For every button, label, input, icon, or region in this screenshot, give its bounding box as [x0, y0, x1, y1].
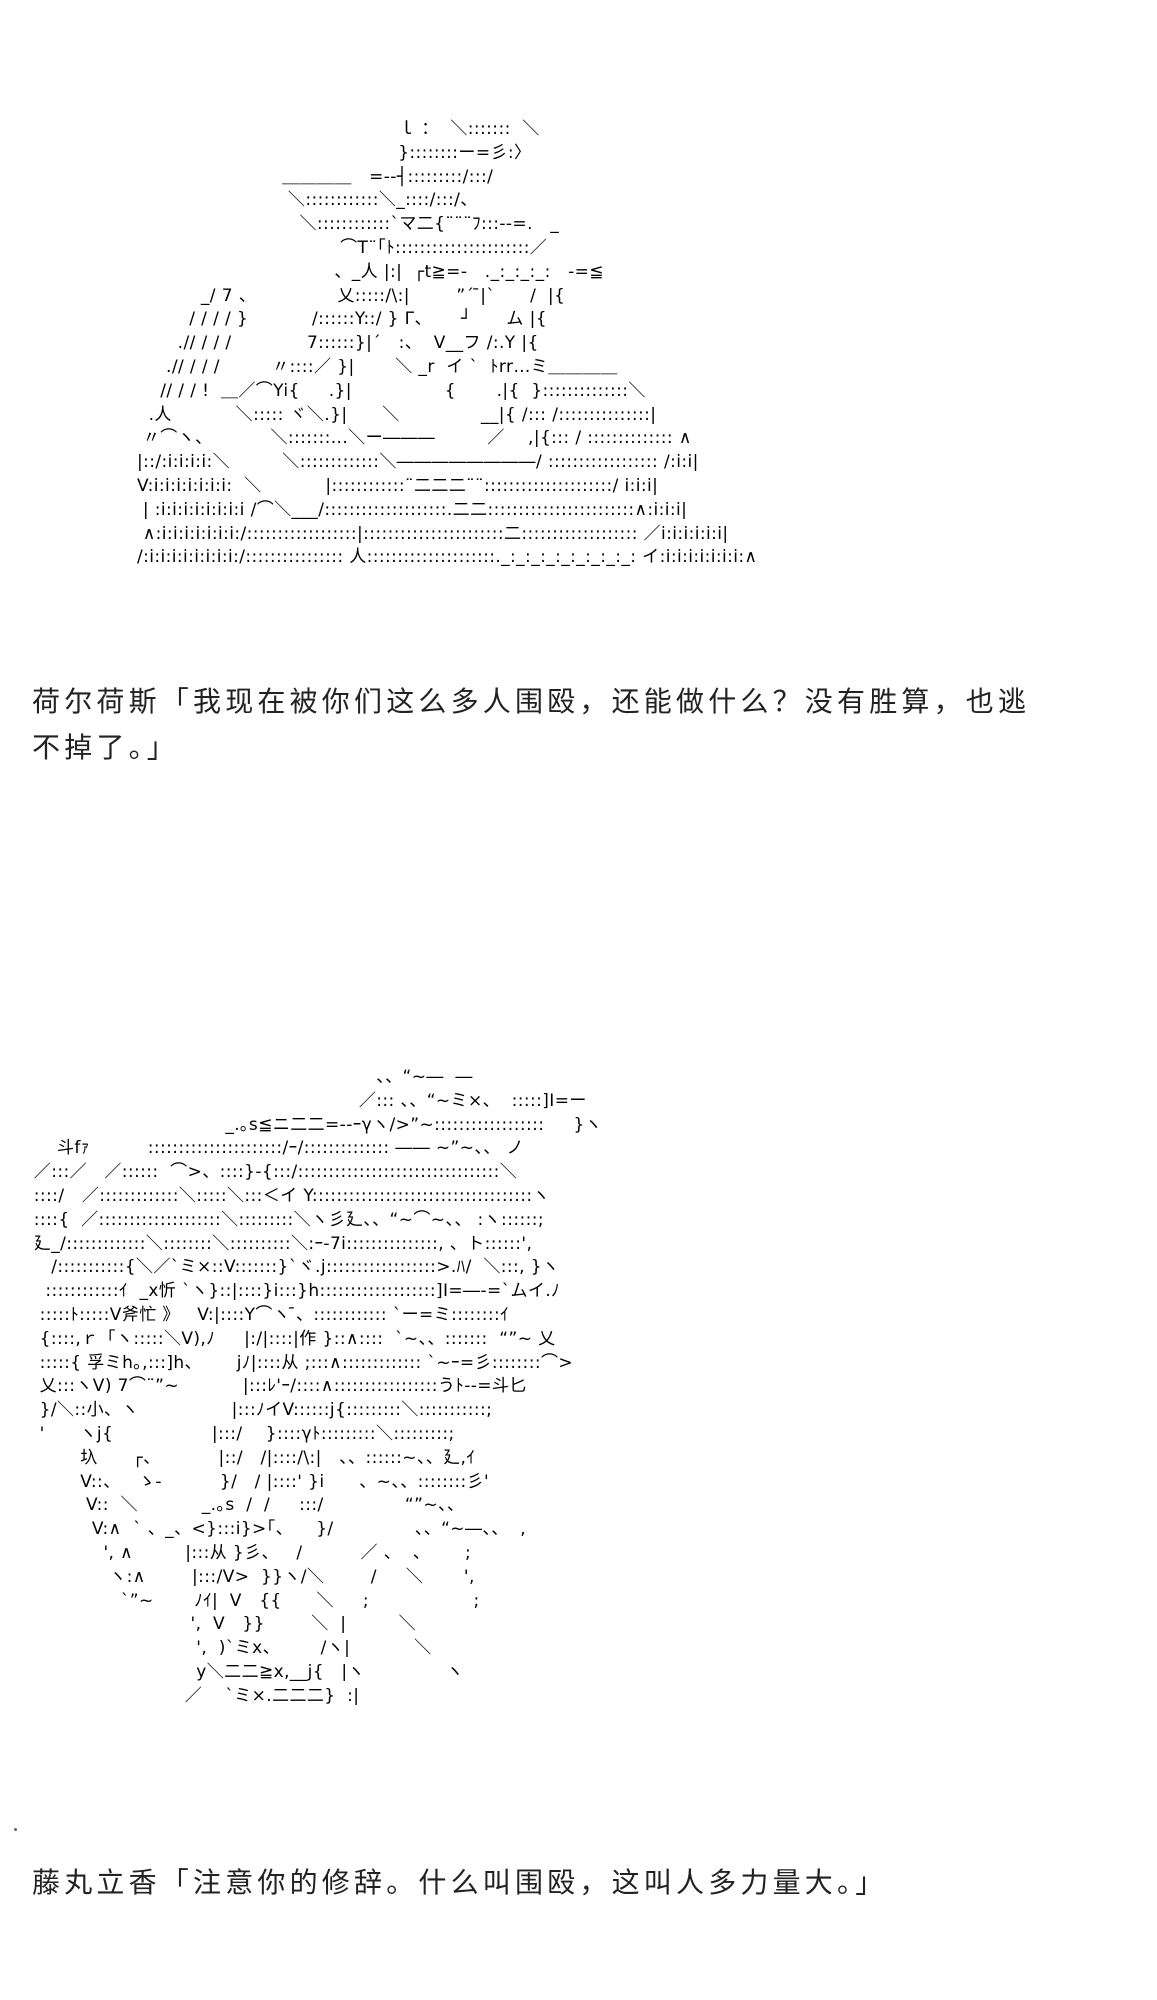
ascii-art-line: ::::/ ／:::::::::::::＼:::::＼:::＜イ Y::::::… — [28, 1185, 550, 1206]
ascii-art-line: /:::::::::::{＼／`ミ×::V:::::::}`ヾ.j:::::::… — [28, 1257, 560, 1278]
ascii-art-line: 乂:::ヽV) 7⌒¨”~ |:::ﾚ'ｰ/::::∧:::::::::::::… — [28, 1376, 527, 1397]
ascii-art-line: V:i:i:i:i:i:i:i: ＼ |::::::::::::¨二二二¨¨::… — [108, 475, 659, 496]
ascii-art-line: ::::{ ／::::::::::::::::::::＼:::::::::＼ヽ彡… — [28, 1209, 544, 1230]
ascii-art-line: ::::::::::::ｲ _x忻 `ヽ}::|::::}i:::}h:::::… — [28, 1281, 561, 1302]
ascii-art-line: / / / / } /::::::Y::/ } Γ、 ┘ ム |{ — [108, 309, 547, 330]
ascii-art-line: ⌒T¨｢ﾄ::::::::::::::::::::::／ — [108, 237, 548, 258]
dialogue-hol-horse: 荷尔荷斯「我现在被你们这么多人围殴，还能做什么？没有胜算，也逃不掉了。」 — [32, 685, 1031, 764]
ascii-art-line: :::::{ 孚ミh｡,:::]h、 jﾉ|::::从 ;:::∧:::::::… — [28, 1352, 573, 1373]
ascii-art-line: // / / ! ＿／⌒Yi{ .}| { .|{ }:::::::::::::… — [108, 380, 646, 401]
ascii-art-line: ／::: 、、“~ミ×、 :::::]I=ー — [28, 1090, 587, 1111]
ascii-art-line: /:i:i:i:i:i:i:i:i:/:::::::::::::::: 人:::… — [108, 547, 758, 568]
ascii-art-line: }/＼::小、ヽ |:::ﾉイV::::::j{:::::::::＼::::::… — [28, 1400, 493, 1421]
ascii-art-line: ', )`ミx、 /ヽ| ＼ — [28, 1638, 432, 1659]
ascii-art-line: `”~ ﾉｲ| V {{ ＼ ; ; — [28, 1590, 480, 1611]
ascii-art-line: ＿＿＿＿ =--┤:::::::::/:::/ — [108, 166, 494, 187]
ascii-art-line: ∧:i:i:i:i:i:i:i:/::::::::::::::::::|::::… — [108, 523, 729, 544]
ascii-art-line: V::、 ゝ- }/ / |::::' }i 、~、、::::::::彡' — [28, 1471, 490, 1492]
ascii-art-line: 圦 ┌、 |::/ /|::::/\:| 、、::::::~、、廴,ｲ — [28, 1447, 476, 1468]
ascii-art-line: ＼::::::::::::＼_::::/:::/、 — [108, 190, 478, 211]
ascii-art-line: ｌ ： ＼::::::: ＼ — [108, 119, 540, 139]
ascii-art-line: ／ `ミ×.二二二} :| — [28, 1685, 360, 1706]
ascii-art-line: {::::,ｒ「ヽ:::::＼V),ﾉ |:/|::::|作 }::∧:::: … — [28, 1328, 556, 1349]
ascii-art-line: |::/:i:i:i:i:＼ ＼:::::::::::::＼――――――――/ … — [108, 452, 699, 473]
ascii-art-line: }::::::::ー=彡:〉 — [108, 142, 532, 163]
ascii-art-line: .人 ＼::::: ヾ＼.}| ＼ __|{ /::: /:::::::::::… — [108, 404, 657, 425]
ascii-art-line: .// / / / 〃::::／ }| ＼ _r イ ` ﾄrr…ミ＿＿＿＿ — [108, 356, 618, 377]
ascii-art-line: .// / / / 7::::::}|´ :、 V__フ /:.Y |{ — [108, 333, 539, 354]
ascii-art-line: y＼二二≧x,__j{ |ヽ ヽ — [28, 1661, 464, 1682]
ascii-art-hol-horse: ｌ ： ＼::::::: ＼ }::::::::ー=彡:〉 ＿＿＿＿ =--┤:… — [108, 118, 757, 570]
ascii-art-line: V:: ＼ _.｡s / / :::/ “”~、、 — [28, 1495, 465, 1516]
ascii-art-line: 斗fｧ ::::::::::::::::::::::/ｰ/:::::::::::… — [28, 1138, 524, 1159]
ascii-art-line: 廴_/:::::::::::::＼::::::::＼::::::::::＼:ｰ-… — [28, 1233, 533, 1254]
ascii-art-line: ヽ:∧ |:::/V> }}ヽ/＼ / ＼ ', — [28, 1566, 475, 1587]
ascii-art-line: ' ヽj{ |:::/ }::::γﾄ:::::::::＼:::::::::; — [28, 1423, 455, 1444]
ascii-art-line: ／:::／ ／:::::: ⌒>、::::}-{:::/::::::::::::… — [28, 1162, 518, 1183]
ascii-art-line: 、_人 |:| ┌t≧=- ._:_:_:_: -=≦ — [108, 261, 604, 282]
ascii-art-line: 〃⌒ヽ、 ＼:::::::...＼ー――― ／ ,|{::: / :::::::… — [108, 428, 692, 449]
ascii-art-line: V:∧ ` 、_、<}:::i}>｢、 }/ 、、“~―、、 , — [28, 1519, 527, 1540]
ascii-art-line: :::::ﾄ:::::V斧忙 》 V:|::::Y⌒ヽ ̄、::::::::::… — [28, 1304, 510, 1325]
ascii-art-line: _/ 7 、 乂:::::/\:| ”´ ̄|` / |{ — [108, 285, 566, 306]
dialogue-fujimaru-ritsuka: 藤丸立香「注意你的修辞。什么叫围殴，这叫人多力量大。」 — [32, 1866, 888, 1899]
stray-dot — [14, 1828, 17, 1831]
ascii-art-fujimaru-ritsuka: 、、“~― ― ／::: 、、“~ミ×、 :::::]I=ー _.｡s≦ニ二二=… — [28, 1066, 602, 1709]
ascii-art-line: ＼::::::::::::`マ二{¨¨¨ﾌ:::--=. _ — [108, 214, 560, 235]
ascii-art-line: 、、“~― ― — [28, 1067, 473, 1087]
ascii-art-line: _.｡s≦ニ二二=--ｰγヽ/>”~:::::::::::::::::: }ヽ — [28, 1114, 603, 1135]
ascii-art-line: ', V }} ＼ | ＼ — [28, 1614, 417, 1635]
ascii-art-line: | :i:i:i:i:i:i:i:i /⌒＼___/::::::::::::::… — [108, 499, 688, 520]
ascii-art-line: ', ∧ |:::从 }彡、 / ／ 、 、 ; — [28, 1542, 472, 1563]
